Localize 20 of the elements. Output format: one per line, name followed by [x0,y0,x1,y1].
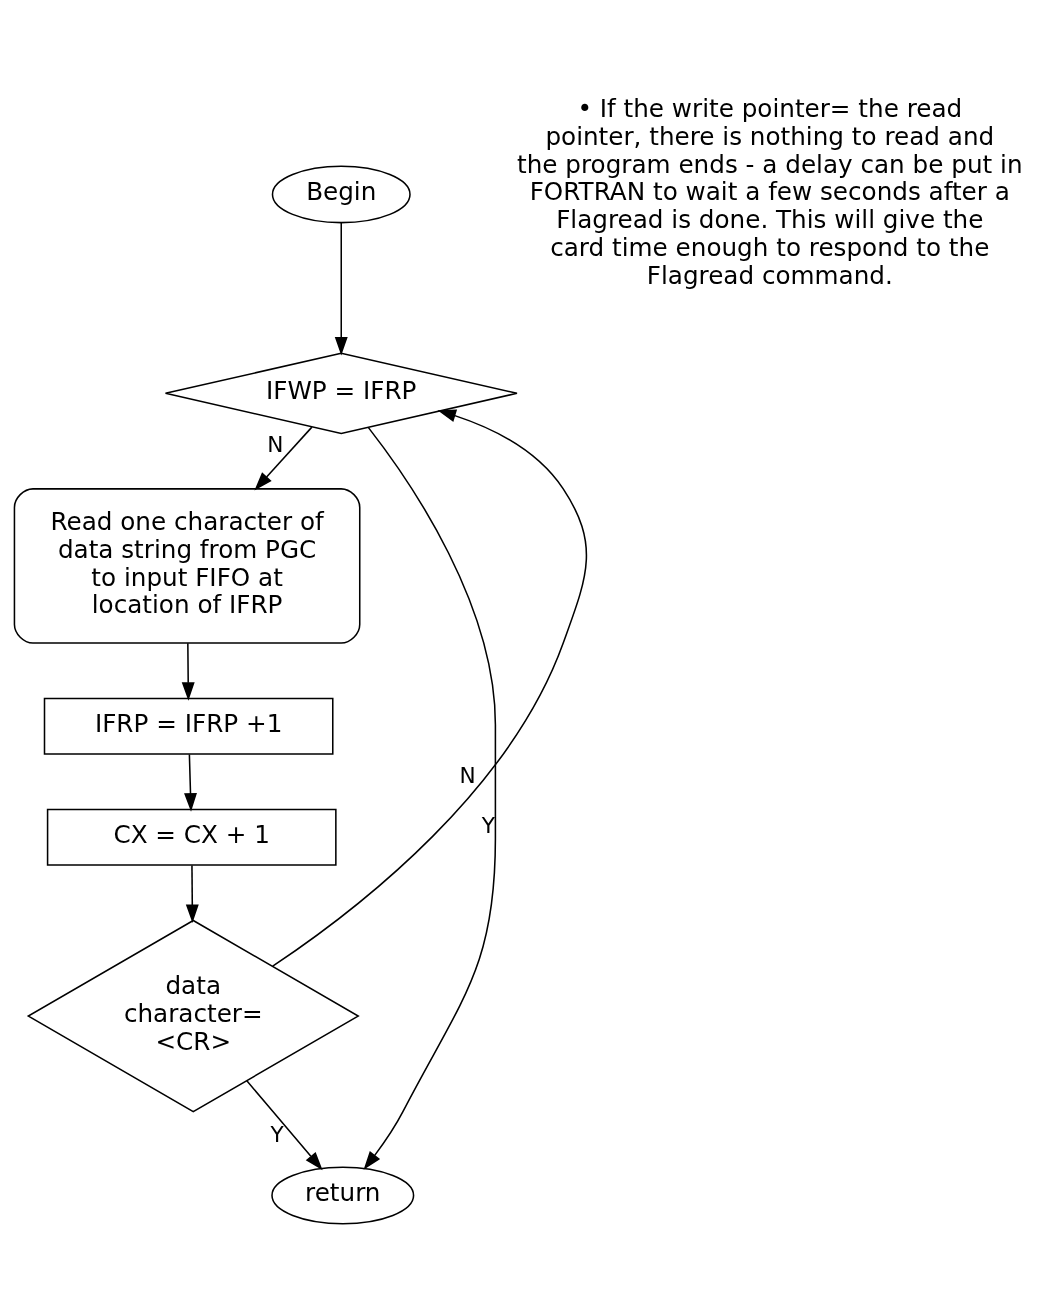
edge-label: N [267,432,284,458]
node-ellipse: Begin [271,165,411,224]
edge-label: Y [270,1121,284,1147]
arrow [185,864,199,924]
node-box: IFRP = IFRP +1 [43,697,334,755]
arrow [246,1080,323,1171]
label: • If the write pointer= the read pointer, there is nothing to read and the program ends - a delay can be put in FORTRAN to wait a few seconds after a Flagread is done. This will give the card time enough to respond to the Flagread command. [517,94,1023,290]
arrow [271,409,588,967]
arrow [254,426,313,491]
node-box: CX = CX + 1 [46,808,337,866]
arrow [184,753,197,812]
node-diamond: data character= <CR> [26,919,360,1113]
arrow [334,222,348,356]
node-box: Read one character of data string from PGC to input FIFO at location of IFRP [13,488,361,644]
edge-label: Y [481,812,496,838]
arrow [181,642,195,701]
node-ellipse: return [271,1166,415,1225]
arrow [363,426,497,1170]
node-diamond: IFWP = IFRP [164,352,518,435]
edge-label: N [459,762,476,788]
